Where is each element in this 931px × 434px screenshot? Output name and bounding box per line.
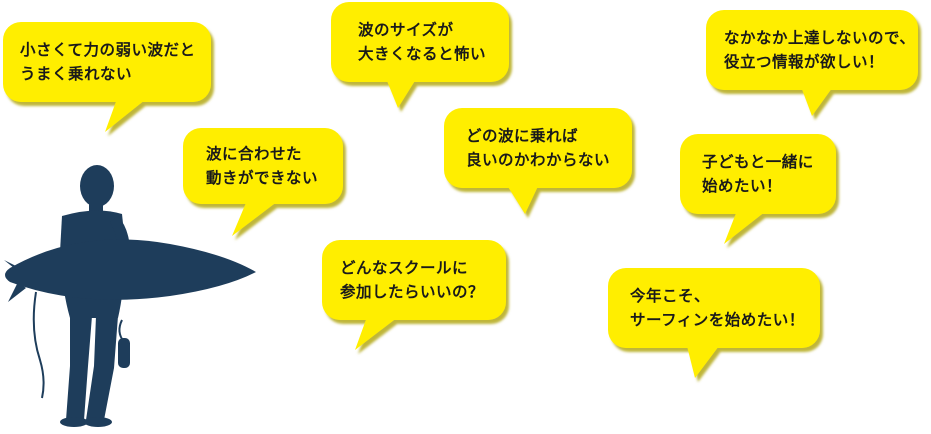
speech-bubble-8 bbox=[608, 268, 820, 378]
speech-bubble-5 bbox=[322, 240, 506, 350]
bubble-3-line-1: 波のサイズが bbox=[358, 21, 454, 39]
bubble-text-7: 子どもと一緒に 始めたい！ bbox=[702, 150, 814, 198]
bubble-text-6: なかなか上達しないので、 役立つ情報が欲しい！ bbox=[724, 26, 915, 74]
bubble-6-line-2: 役立つ情報が欲しい！ bbox=[724, 53, 885, 71]
speech-bubble-4 bbox=[444, 108, 632, 214]
speech-bubble-2 bbox=[183, 128, 343, 236]
speech-bubble-1 bbox=[3, 22, 211, 132]
surfer-silhouette bbox=[4, 165, 256, 427]
speech-bubble-6 bbox=[706, 10, 918, 116]
bubble-7-line-2: 始めたい！ bbox=[702, 177, 783, 195]
bubble-5-line-2: 参加したらいいの？ bbox=[340, 283, 485, 301]
bubble-text-1: 小さくて力の弱い波だと うまく乗れない bbox=[20, 38, 196, 86]
bubble-text-5: どんなスクールに 参加したらいいの？ bbox=[340, 256, 484, 304]
bubble-8-line-2: サーフィンを始めたい！ bbox=[630, 311, 805, 329]
bubble-text-2: 波に合わせた 動きができない bbox=[206, 142, 318, 190]
bubble-7-line-1: 子どもと一緒に bbox=[702, 153, 814, 171]
bubble-3-line-2: 大きくなると怖い bbox=[358, 45, 487, 63]
speech-bubble-7 bbox=[680, 134, 836, 244]
bubble-text-3: 波のサイズが 大きくなると怖い bbox=[358, 18, 486, 66]
bubble-1-line-1: 小さくて力の弱い波だと bbox=[20, 41, 196, 59]
bubble-4-line-2: 良いのかわからない bbox=[466, 151, 611, 169]
bubble-2-line-1: 波に合わせた bbox=[206, 145, 303, 163]
bubble-8-line-1: 今年こそ、 bbox=[630, 287, 711, 305]
bubble-4-line-1: どの波に乗れば bbox=[466, 127, 579, 145]
bubble-1-line-2: うまく乗れない bbox=[20, 65, 133, 83]
speech-bubble-3 bbox=[331, 2, 509, 108]
bubble-text-8: 今年こそ、 サーフィンを始めたい！ bbox=[630, 284, 805, 332]
bubble-text-4: どの波に乗れば 良いのかわからない bbox=[466, 124, 610, 172]
bubble-6-line-1: なかなか上達しないので、 bbox=[724, 29, 916, 47]
bubble-2-line-2: 動きができない bbox=[206, 169, 319, 187]
bubble-5-line-1: どんなスクールに bbox=[340, 259, 469, 277]
